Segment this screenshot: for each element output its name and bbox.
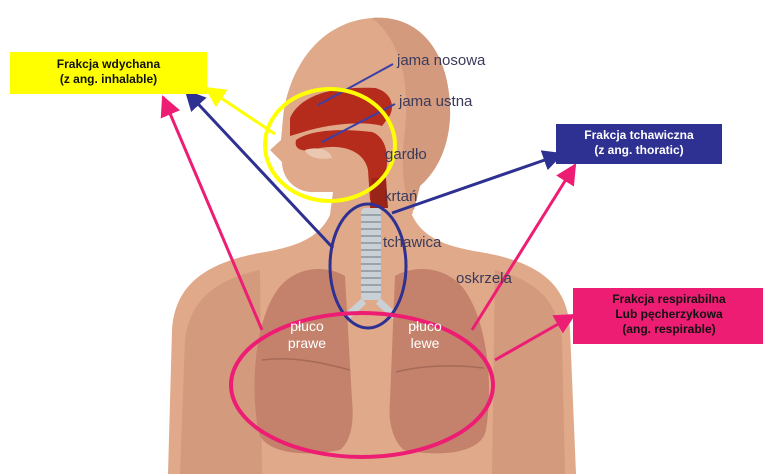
thoracic-fraction-box: Frakcja tchawiczna (z ang. thoratic) (556, 124, 722, 164)
label-gardlo: gardło (385, 146, 427, 163)
thoracic-title: Frakcja tchawiczna (556, 128, 722, 143)
label-oskrzela: oskrzela (456, 270, 512, 287)
inhalable-subtitle: (z ang. inhalable) (10, 72, 207, 87)
label-pluco-prawe: płuco prawe (282, 318, 332, 352)
label-tchawica: tchawica (383, 234, 441, 251)
pluco-prawe-line1: płuco (282, 318, 332, 335)
label-pluco-lewe: płuco lewe (402, 318, 448, 352)
pluco-lewe-line2: lewe (402, 335, 448, 352)
pluco-lewe-line1: płuco (402, 318, 448, 335)
respirable-fraction-box: Frakcja respirabilna Lub pęcherzykowa (a… (573, 288, 763, 344)
respirable-english: (ang. respirable) (573, 322, 763, 337)
pluco-prawe-line2: prawe (282, 335, 332, 352)
inhalable-title: Frakcja wdychana (10, 57, 207, 72)
arrow-inhalable-yellow (206, 88, 275, 134)
thoracic-subtitle: (z ang. thoratic) (556, 143, 722, 158)
label-jama-nosowa: jama nosowa (397, 52, 485, 69)
label-jama-ustna: jama ustna (399, 93, 472, 110)
respirable-subtitle: Lub pęcherzykowa (573, 307, 763, 322)
label-krtan: krtań (384, 188, 417, 205)
inhalable-fraction-box: Frakcja wdychana (z ang. inhalable) (10, 52, 207, 94)
respirable-title: Frakcja respirabilna (573, 292, 763, 307)
